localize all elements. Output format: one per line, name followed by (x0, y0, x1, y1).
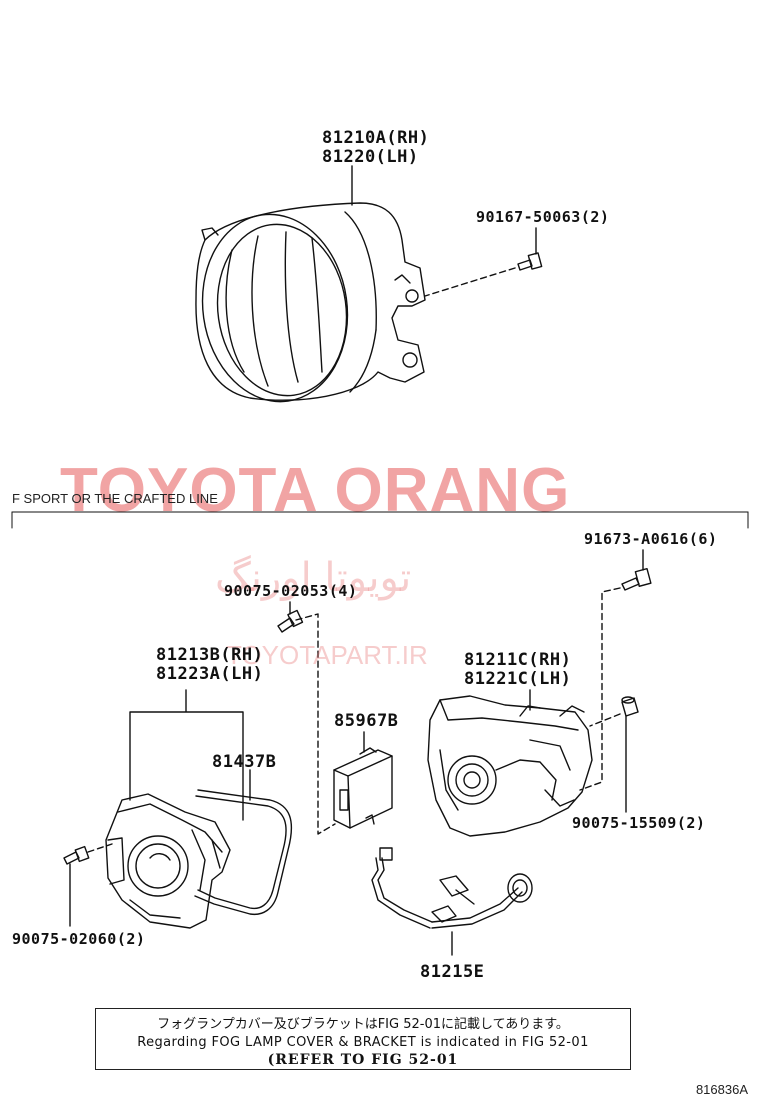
watermark-brand: TOYOTA ORANG (60, 456, 571, 525)
label-fog-lamp-lh: 81220(LH) (322, 147, 419, 167)
label-cap: 90075-15509(2) (572, 814, 706, 832)
label-lamp-c-rh: 81211C(RH) (464, 650, 572, 670)
dashed-leader-top (424, 267, 516, 297)
label-lamp-b-rh: 81213B(RH) (156, 645, 264, 665)
label-wire: 81215E (420, 962, 485, 982)
label-screw-top: 90167-50063(2) (476, 208, 610, 226)
fog-lamp-left (105, 793, 231, 929)
section-label: F SPORT OR THE CRAFTED LINE (12, 491, 218, 506)
cap-part (621, 696, 639, 717)
screw-left-icon (63, 845, 90, 865)
label-fog-lamp-rh: 81210A(RH) (322, 128, 430, 148)
label-screw-left: 90075-02060(2) (12, 930, 146, 948)
note-line-japanese: フォグランプカバー及びブラケットはFIG 52-01に記載してあります。 (157, 1017, 569, 1032)
watermark-url: TOYOTAPART.IR (226, 640, 428, 670)
note-line-refer: (REFER TO FIG 52-01 (267, 1052, 459, 1068)
reference-note: フォグランプカバー及びブラケットはFIG 52-01に記載してあります。 Reg… (95, 1008, 631, 1070)
gasket-ring (194, 789, 293, 916)
figure-code: 816836A (695, 1082, 748, 1097)
label-screw-mid: 90075-02053(4) (224, 582, 358, 600)
label-computer: 85967B (334, 711, 399, 731)
label-gasket: 81437B (212, 752, 277, 772)
computer-module (333, 747, 393, 829)
fog-lamp-right (427, 695, 593, 837)
label-screw-right: 91673-A0616(6) (584, 530, 718, 548)
watermark-persian: تویوتا اورنگ (215, 555, 412, 601)
screw-top-icon (517, 227, 543, 271)
label-lamp-b-lh: 81223A(LH) (156, 664, 264, 684)
fog-lamp-top (195, 202, 426, 403)
screw-right-icon (621, 549, 652, 591)
label-lamp-c-lh: 81221C(LH) (464, 669, 572, 689)
wire-harness (371, 847, 533, 929)
screw-mid-icon (277, 601, 304, 633)
note-line-english: Regarding FOG LAMP COVER & BRACKET is in… (137, 1035, 589, 1050)
